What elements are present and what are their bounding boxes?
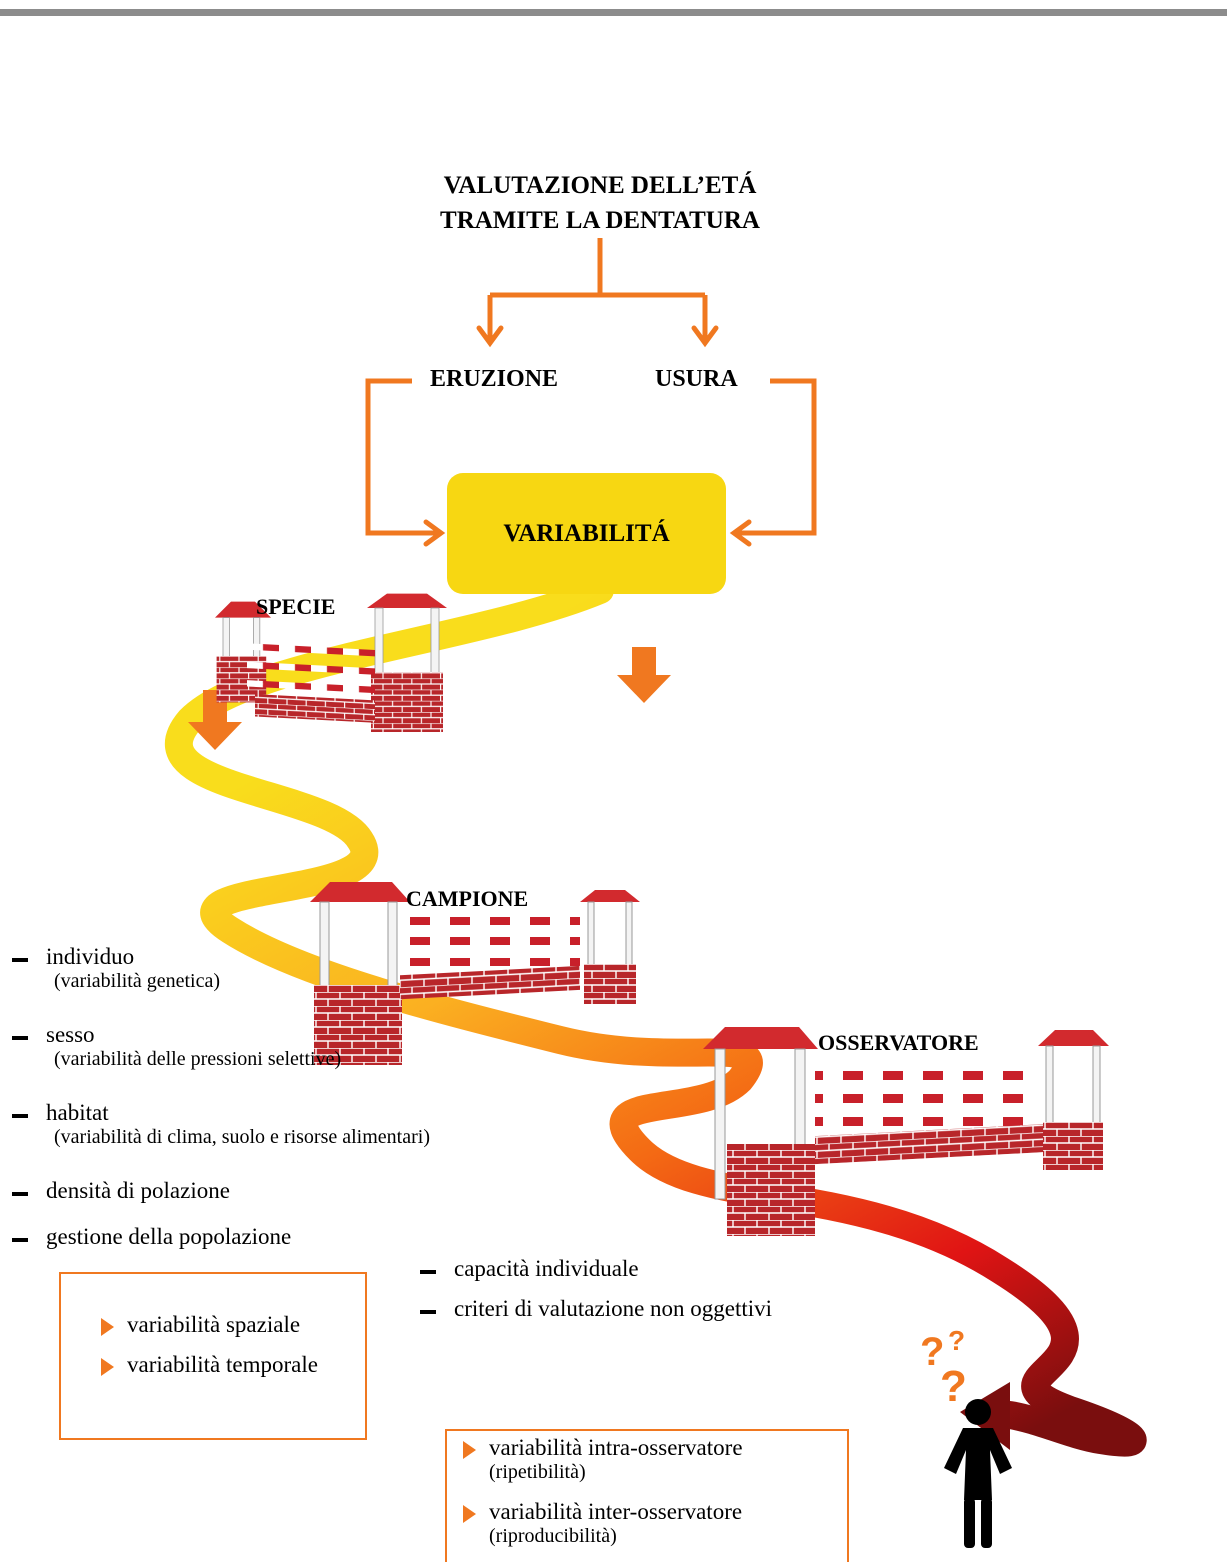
label-osservatore: OSSERVATORE bbox=[818, 1030, 979, 1055]
list-item: gestione della popolazione bbox=[12, 1224, 466, 1264]
right-factor-list: capacità individuale criteri di valutazi… bbox=[420, 1256, 924, 1322]
result-label: variabilità intra-osservatore bbox=[489, 1435, 743, 1460]
factor-label: criteri di valutazione non oggettivi bbox=[454, 1296, 773, 1321]
variabilita-box: VARIABILITÁ bbox=[447, 473, 726, 594]
question-mark-2: ? bbox=[948, 1325, 966, 1356]
variabilita-label: VARIABILITÁ bbox=[503, 519, 670, 547]
factor-label: habitat bbox=[46, 1100, 109, 1125]
result-sub: (riproducibilità) bbox=[489, 1525, 617, 1547]
right-down-arrow bbox=[617, 647, 671, 703]
dash-bullet bbox=[12, 1238, 28, 1242]
dash-bullet bbox=[420, 1270, 436, 1274]
left-down-arrow bbox=[188, 690, 242, 750]
obstacle-campione bbox=[310, 882, 640, 1065]
factor-sub: (variabilità genetica) bbox=[54, 970, 221, 992]
result-label: variabilità inter-osservatore bbox=[489, 1499, 743, 1524]
dash-bullet bbox=[12, 1192, 28, 1196]
factor-label: individuo bbox=[46, 944, 135, 969]
label-usura: USURA bbox=[655, 366, 738, 392]
obstacle-osservatore bbox=[703, 1027, 1109, 1236]
factor-label: gestione della popolazione bbox=[46, 1224, 292, 1249]
factor-label: capacità individuale bbox=[454, 1256, 639, 1281]
dash-bullet bbox=[12, 958, 28, 962]
factor-sub: (variabilità di clima, suolo e risorse a… bbox=[54, 1126, 430, 1148]
dash-bullet bbox=[12, 1114, 28, 1118]
label-eruzione: ERUZIONE bbox=[430, 366, 559, 392]
top-rule bbox=[0, 9, 1227, 16]
flow-arrows bbox=[365, 238, 817, 536]
triangle-bullet-icon bbox=[101, 1318, 114, 1336]
list-item: densità di polazione bbox=[12, 1178, 466, 1224]
factor-sub: (variabilità delle pressioni selettive) bbox=[54, 1048, 342, 1070]
result-item: variabilità intra-osservatore (ripetibil… bbox=[459, 1435, 847, 1499]
triangle-bullet-icon bbox=[463, 1441, 476, 1459]
triangle-bullet-icon bbox=[101, 1358, 114, 1376]
list-item: individuo (variabilità genetica) bbox=[12, 944, 466, 1022]
label-specie: SPECIE bbox=[256, 594, 336, 619]
question-mark-3: ? bbox=[940, 1362, 967, 1411]
list-item: capacità individuale bbox=[420, 1256, 924, 1296]
list-item: criteri di valutazione non oggettivi bbox=[420, 1296, 924, 1322]
obstacle-specie bbox=[215, 593, 447, 732]
right-result-box: variabilità intra-osservatore (ripetibil… bbox=[445, 1429, 849, 1562]
result-item: variabilità spaziale bbox=[97, 1312, 365, 1352]
dash-bullet bbox=[12, 1036, 28, 1040]
diagram-title: VALUTAZIONE DELL’ETÁ TRAMITE LA DENTATUR… bbox=[360, 168, 840, 238]
label-campione: CAMPIONE bbox=[406, 886, 529, 911]
factor-label: sesso bbox=[46, 1022, 95, 1047]
result-item: variabilità temporale bbox=[97, 1352, 365, 1378]
person-icon bbox=[944, 1399, 1012, 1548]
left-result-box: variabilità spaziale variabilità tempora… bbox=[59, 1272, 367, 1440]
title-line-2: TRAMITE LA DENTATURA bbox=[440, 207, 760, 234]
factor-label: densità di polazione bbox=[46, 1178, 230, 1203]
list-item: habitat (variabilità di clima, suolo e r… bbox=[12, 1100, 466, 1178]
result-label: variabilità temporale bbox=[127, 1352, 318, 1377]
list-item: sesso (variabilità delle pressioni selet… bbox=[12, 1022, 466, 1100]
result-item: variabilità inter-osservatore (riproduci… bbox=[459, 1499, 847, 1548]
triangle-bullet-icon bbox=[463, 1505, 476, 1523]
question-mark-1: ? bbox=[920, 1330, 945, 1374]
winding-road bbox=[165, 576, 1147, 1457]
dash-bullet bbox=[420, 1310, 436, 1314]
left-factor-list: individuo (variabilità genetica) sesso (… bbox=[12, 944, 466, 1264]
result-sub: (ripetibilità) bbox=[489, 1461, 586, 1483]
result-label: variabilità spaziale bbox=[127, 1312, 301, 1337]
title-line-1: VALUTAZIONE DELL’ETÁ bbox=[443, 172, 757, 199]
